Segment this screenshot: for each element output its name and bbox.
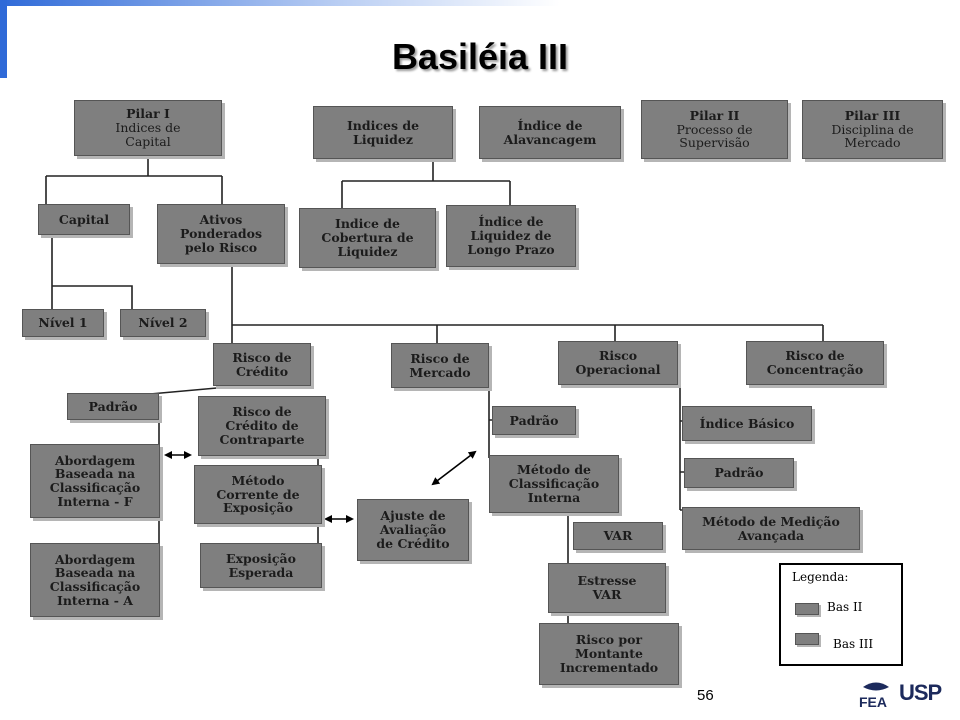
legend-swatch-bas-ii	[795, 603, 819, 615]
logo-fea-text: FEA	[859, 694, 887, 710]
pilar-2-subtitle: Processo de Supervisão	[676, 121, 753, 151]
box-indices-liquidez: Indices de Liquidez	[313, 106, 453, 159]
box-nivel-1: Nível 1	[22, 309, 104, 337]
fea-usp-logo: FEA USP	[855, 678, 955, 718]
box-abordagem-a: Abordagem Baseada na Classificação Inter…	[30, 543, 160, 617]
box-exposicao-esperada: Exposição Esperada	[200, 543, 322, 588]
box-ajuste-avaliacao: Ajuste de Avaliação de Crédito	[357, 499, 469, 561]
legend-label-bas-iii: Bas III	[833, 637, 874, 651]
box-nivel-2: Nível 2	[120, 309, 206, 337]
box-padrao-credito: Padrão	[67, 393, 159, 420]
box-risco-mercado: Risco de Mercado	[391, 343, 489, 388]
arrow-ajuste-mercado	[431, 450, 477, 486]
box-var: VAR	[573, 522, 663, 550]
box-metodo-classificacao: Método de Classificação Interna	[489, 455, 619, 513]
box-risco-operacional: Risco Operacional	[558, 341, 678, 385]
box-risco-concentracao: Risco de Concentração	[746, 341, 884, 385]
box-ativos-ponderados: Ativos Ponderados pelo Risco	[157, 204, 285, 264]
box-padrao-mercado: Padrão	[492, 406, 576, 435]
left-accent-bar	[0, 0, 7, 78]
box-risco-credito: Risco de Crédito	[213, 343, 311, 386]
box-indice-basico: Índice Básico	[682, 406, 812, 441]
top-accent-bar	[0, 0, 560, 6]
page-number: 56	[697, 687, 714, 704]
pilar-3-subtitle: Disciplina de Mercado	[831, 121, 914, 151]
pilar-2-heading: Pilar II	[689, 107, 740, 123]
logo-usp-text: USP	[899, 680, 942, 705]
box-risco-contraparte: Risco de Crédito de Contraparte	[198, 396, 326, 456]
logo-emblem-icon	[863, 682, 889, 691]
pilar-3-heading: Pilar III	[844, 107, 901, 123]
pilar-1-heading: Pilar I	[126, 106, 170, 122]
box-risco-montante: Risco por Montante Incrementado	[539, 623, 679, 685]
pilar-1-subtitle: Indices de Capital	[115, 120, 181, 149]
legend-swatch-bas-iii	[795, 633, 819, 645]
slide-title: Basiléia III	[391, 36, 569, 77]
box-liquidez-longo-prazo: Índice de Liquidez de Longo Prazo	[446, 205, 576, 267]
box-abordagem-f: Abordagem Baseada na Classificação Inter…	[30, 444, 160, 518]
legend: Legenda: Bas II Bas III	[779, 563, 903, 666]
box-estresse-var: Estresse VAR	[548, 563, 666, 613]
box-medicao-avancada: Método de Medição Avançada	[682, 507, 860, 550]
box-indice-alavancagem: Índice de Alavancagem	[479, 106, 621, 159]
box-metodo-corrente: Método Corrente de Exposição	[194, 465, 322, 524]
legend-label-bas-ii: Bas II	[827, 600, 863, 614]
legend-title: Legenda:	[792, 570, 849, 584]
box-capital: Capital	[38, 204, 130, 235]
box-cobertura-liquidez: Indice de Cobertura de Liquidez	[299, 208, 436, 268]
box-padrao-operacional: Padrão	[684, 458, 794, 488]
